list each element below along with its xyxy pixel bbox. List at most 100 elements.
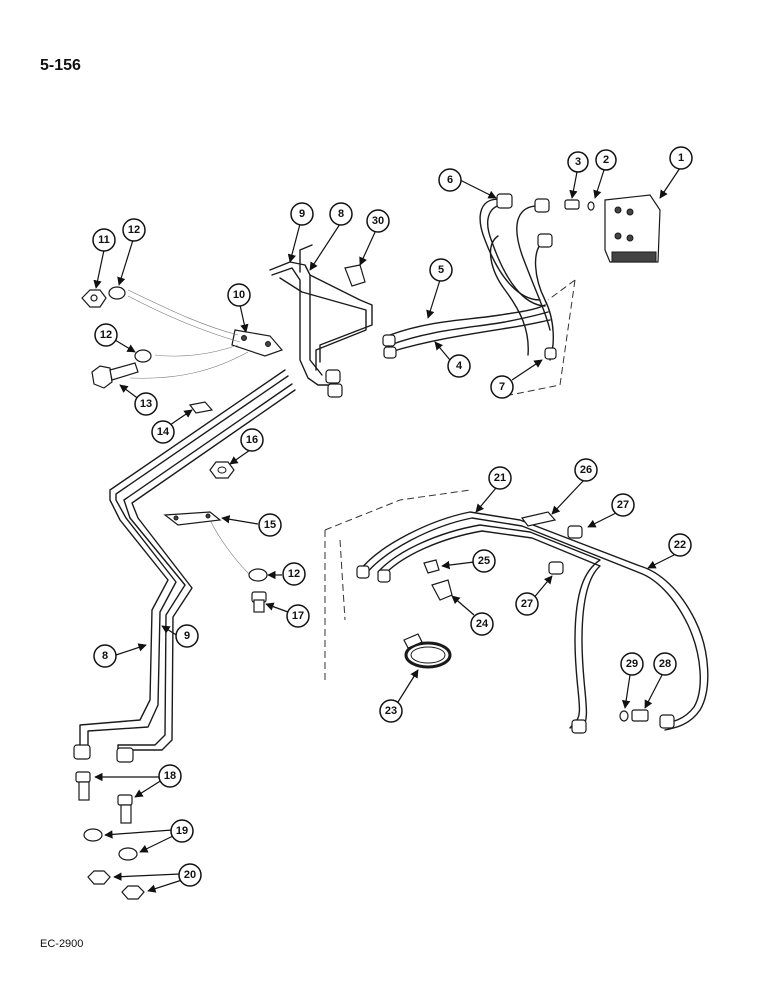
callout-13: 13 bbox=[134, 392, 158, 416]
svg-text:4: 4 bbox=[456, 360, 463, 372]
svg-text:16: 16 bbox=[246, 434, 258, 446]
grommet-27b bbox=[548, 561, 564, 575]
callout-21: 21 bbox=[488, 466, 512, 490]
hose-clamp-23 bbox=[403, 633, 452, 669]
o-ring-2 bbox=[587, 201, 595, 211]
svg-text:3: 3 bbox=[575, 156, 581, 168]
svg-text:26: 26 bbox=[580, 464, 592, 476]
clip-25 bbox=[423, 559, 440, 574]
callout-12-lower: 12 bbox=[282, 562, 306, 586]
washer-19a bbox=[83, 828, 103, 842]
callouts: 1 2 3 6 9 8 30 11 12 10 5 12 4 13 7 14 1… bbox=[92, 146, 693, 893]
svg-text:6: 6 bbox=[447, 174, 453, 186]
svg-text:21: 21 bbox=[494, 472, 506, 484]
pipe-end-21a bbox=[356, 565, 370, 579]
union-nut-6 bbox=[496, 193, 513, 209]
callout-8-upper: 8 bbox=[329, 202, 353, 226]
svg-text:27: 27 bbox=[521, 598, 533, 610]
upper-bracket-pipes bbox=[231, 244, 373, 398]
union-nut-7 bbox=[544, 347, 557, 360]
svg-text:9: 9 bbox=[299, 208, 305, 220]
banjo-bolt-3 bbox=[564, 199, 580, 210]
callout-15: 15 bbox=[258, 513, 282, 537]
svg-text:15: 15 bbox=[264, 519, 276, 531]
pipe-end-22a bbox=[571, 719, 587, 734]
figure-code: EC-2900 bbox=[40, 938, 84, 950]
svg-text:24: 24 bbox=[476, 618, 489, 630]
callout-4: 4 bbox=[447, 354, 471, 378]
svg-text:11: 11 bbox=[98, 234, 110, 246]
clip-30 bbox=[344, 264, 366, 287]
bolt-17 bbox=[251, 591, 267, 613]
callout-23: 23 bbox=[379, 699, 403, 723]
svg-text:23: 23 bbox=[385, 705, 397, 717]
pipe-nut-9 bbox=[325, 369, 341, 384]
svg-text:14: 14 bbox=[157, 426, 170, 438]
pipe-end-nut-right bbox=[116, 747, 134, 763]
stud-18a bbox=[75, 771, 91, 801]
callout-17: 17 bbox=[286, 604, 310, 628]
svg-text:22: 22 bbox=[674, 539, 686, 551]
nut-20b bbox=[121, 885, 145, 900]
callout-27-lower: 27 bbox=[515, 592, 539, 616]
callout-3: 3 bbox=[567, 151, 589, 173]
bottom-fasteners bbox=[75, 771, 145, 900]
callout-2: 2 bbox=[595, 149, 617, 171]
callout-27-upper: 27 bbox=[611, 493, 635, 517]
pump-outlet-parts bbox=[382, 193, 661, 360]
callout-29: 29 bbox=[620, 652, 644, 676]
clip-24 bbox=[431, 579, 453, 601]
svg-text:8: 8 bbox=[102, 650, 108, 662]
pipe-end-nut-left bbox=[73, 744, 91, 760]
union-nut-b bbox=[537, 233, 553, 248]
callout-25: 25 bbox=[472, 549, 496, 573]
pipe-nut-8 bbox=[327, 383, 343, 398]
callout-24: 24 bbox=[470, 612, 494, 636]
callout-5: 5 bbox=[429, 258, 453, 282]
svg-text:10: 10 bbox=[233, 289, 245, 301]
callout-12-upper: 12 bbox=[122, 218, 146, 242]
callout-10: 10 bbox=[227, 283, 251, 307]
svg-text:8: 8 bbox=[338, 208, 344, 220]
svg-text:18: 18 bbox=[164, 770, 176, 782]
svg-text:29: 29 bbox=[626, 658, 638, 670]
nut-16 bbox=[209, 461, 235, 479]
callout-14: 14 bbox=[151, 420, 175, 444]
clamp-set bbox=[163, 461, 268, 613]
svg-text:28: 28 bbox=[659, 658, 671, 670]
svg-text:13: 13 bbox=[140, 398, 152, 410]
pipe-end-4 bbox=[383, 346, 397, 359]
exploded-view-lines bbox=[127, 289, 251, 576]
callout-26: 26 bbox=[574, 458, 598, 482]
callout-22: 22 bbox=[668, 533, 692, 557]
alignment-dash-lines bbox=[324, 279, 576, 680]
washer-12c bbox=[248, 568, 268, 582]
svg-text:2: 2 bbox=[603, 154, 609, 166]
washer-12a bbox=[108, 286, 126, 300]
callout-11: 11 bbox=[92, 228, 116, 252]
union-nut-a bbox=[534, 198, 550, 213]
svg-text:20: 20 bbox=[184, 869, 196, 881]
svg-text:5: 5 bbox=[438, 264, 444, 276]
pipe-end-21b bbox=[377, 569, 391, 583]
long-pipes-8-9 bbox=[73, 369, 296, 763]
page-number: 5-156 bbox=[40, 57, 81, 74]
injector-pipes-upper bbox=[389, 198, 554, 361]
washer-12b bbox=[134, 349, 152, 363]
bracket-10 bbox=[231, 329, 284, 357]
svg-text:25: 25 bbox=[478, 555, 490, 567]
callout-1: 1 bbox=[669, 146, 693, 170]
banjo-bolt-28 bbox=[631, 709, 649, 722]
svg-text:7: 7 bbox=[499, 381, 505, 393]
svg-text:1: 1 bbox=[678, 152, 684, 164]
svg-text:19: 19 bbox=[176, 825, 188, 837]
svg-text:12: 12 bbox=[100, 329, 112, 341]
callout-28: 28 bbox=[653, 652, 677, 676]
lower-pipes-21-22 bbox=[356, 511, 709, 734]
injection-pump-block-1 bbox=[604, 194, 661, 263]
callout-6: 6 bbox=[438, 168, 462, 192]
callout-8-lower: 8 bbox=[93, 644, 117, 668]
grommet-27a bbox=[567, 525, 583, 539]
